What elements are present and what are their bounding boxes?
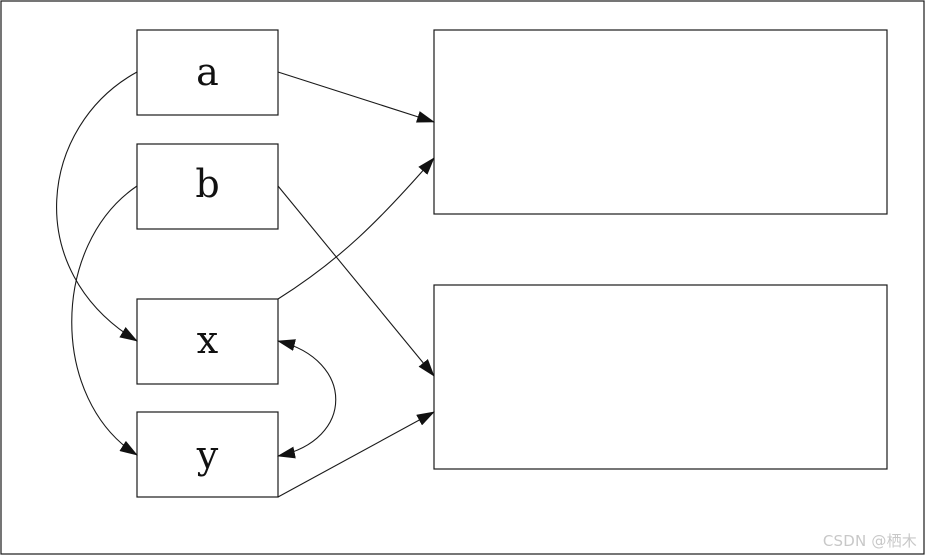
target-box-bottom	[433, 284, 888, 470]
node-y-box	[136, 411, 279, 498]
node-a-label: a	[196, 50, 219, 94]
watermark-text: CSDN @栖木	[822, 532, 917, 550]
node-b-label: b	[195, 162, 219, 206]
node-x-label: x	[197, 318, 218, 362]
target-box-top	[433, 29, 888, 215]
node-b-box	[136, 143, 279, 230]
edge-y-to-bottom	[277, 411, 435, 498]
node-b: b	[136, 143, 279, 230]
node-a: a	[136, 29, 279, 116]
edge-x-to-top	[277, 157, 435, 300]
node-a-box	[136, 29, 279, 116]
covariance-x-y-curve	[277, 339, 337, 459]
edge-b-to-bottom	[277, 185, 435, 377]
edge-a-to-x-curve	[56, 71, 138, 342]
edge-a-to-top	[277, 71, 435, 123]
node-y-label: y	[196, 433, 219, 477]
node-x: x	[136, 298, 279, 385]
node-y: y	[136, 411, 279, 498]
node-x-box	[136, 298, 279, 385]
edge-b-to-y-curve	[71, 185, 138, 456]
